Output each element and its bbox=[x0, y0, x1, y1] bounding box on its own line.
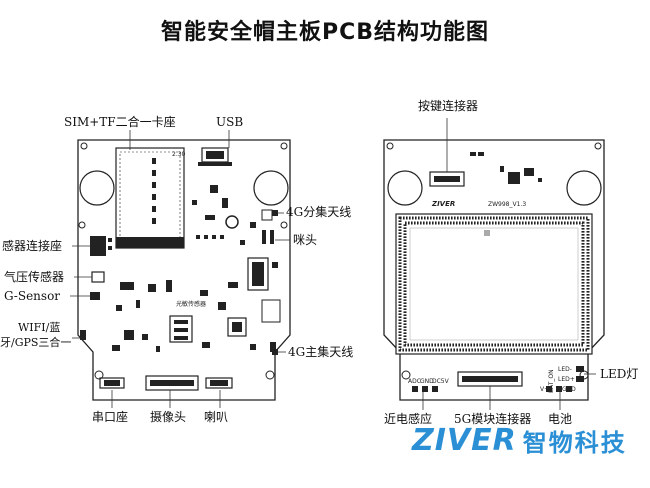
silk-led-plus: LED+ bbox=[558, 376, 575, 383]
silk-light-sensor: 光敏传感器 bbox=[176, 300, 206, 308]
sensor-connector-footprint bbox=[90, 236, 112, 256]
serial-port-footprint bbox=[99, 377, 125, 389]
top-right-components bbox=[470, 152, 542, 184]
bottom-connectors bbox=[99, 375, 233, 391]
label-gsensor: G-Sensor bbox=[4, 289, 61, 303]
silk-adc: ADC bbox=[408, 378, 421, 385]
label-camera: 摄像头 bbox=[150, 410, 187, 424]
label-battery: 电池 bbox=[548, 412, 573, 426]
silk-bat-on: BAT_ON bbox=[548, 369, 555, 393]
silk-gnd: GND bbox=[420, 378, 434, 385]
sim-tf-card-holder: 2.30 bbox=[115, 147, 186, 249]
label-wifi-line2: 牙/GPS三合一 bbox=[0, 336, 72, 349]
silk-vplus: V+ bbox=[540, 386, 549, 393]
label-baro-sensor: 气压传感器 bbox=[4, 270, 65, 284]
camera-connector-footprint bbox=[145, 375, 199, 391]
silk-dc5v: DC5V bbox=[432, 378, 450, 385]
center-components: 光敏传感器 bbox=[112, 280, 281, 352]
left-pcb-board: 2.30 bbox=[77, 139, 291, 401]
label-led: LED灯 bbox=[600, 367, 639, 381]
fpc-connector-right bbox=[247, 257, 278, 291]
antenna-main-pad bbox=[272, 349, 278, 355]
antenna-div-pad bbox=[272, 210, 278, 216]
silk-led-minus: LED- bbox=[558, 366, 572, 373]
page-title: 智能安全帽主板PCB结构功能图 bbox=[160, 20, 490, 45]
label-4g-diversity-antenna: 4G分集天线 bbox=[286, 205, 352, 219]
brand-logo-text: ZIVER bbox=[412, 422, 517, 458]
brand-logo-block: ZIVER 智物科技 bbox=[412, 420, 627, 460]
label-key-connector: 按键连接器 bbox=[418, 99, 479, 113]
silk-value-230: 2.30 bbox=[172, 151, 186, 158]
brand-name: 智物科技 bbox=[522, 428, 627, 457]
silk-board-model: ZW998_V1.3 bbox=[488, 201, 526, 208]
speaker-connector-footprint bbox=[205, 377, 233, 389]
usb-connector bbox=[198, 147, 232, 166]
mount-hole-right-r bbox=[566, 170, 602, 206]
mount-hole-left-r bbox=[387, 170, 423, 206]
gsensor-footprint bbox=[90, 292, 100, 300]
mount-hole-right bbox=[253, 170, 289, 206]
silk-gnd2: GND bbox=[562, 386, 576, 393]
label-sensor-connector: 感器连接座 bbox=[2, 239, 63, 253]
silk-brand-small: ZIVER bbox=[431, 200, 455, 208]
label-5g-module-connector: 5G模块连接器 bbox=[454, 412, 532, 426]
label-serial-port: 串口座 bbox=[92, 410, 129, 424]
label-proximity: 近电感应 bbox=[384, 412, 433, 426]
mount-hole-left bbox=[79, 170, 115, 206]
label-wifi-line1: WIFI/蓝 bbox=[18, 321, 61, 334]
module-5g-footprint bbox=[395, 213, 593, 355]
label-sim-tf: SIM+TF二合一卡座 bbox=[64, 115, 176, 129]
right-pcb-board: ZIVER ZW998_V1.3 bbox=[383, 139, 605, 401]
label-mic: 咪头 bbox=[293, 233, 318, 247]
label-speaker: 喇叭 bbox=[204, 410, 229, 424]
left-leader-lines bbox=[70, 130, 290, 408]
right-leader-lines bbox=[422, 118, 596, 410]
label-usb: USB bbox=[216, 115, 244, 129]
label-4g-main-antenna: 4G主集天线 bbox=[288, 345, 354, 359]
wifi-module-pad bbox=[80, 330, 86, 340]
